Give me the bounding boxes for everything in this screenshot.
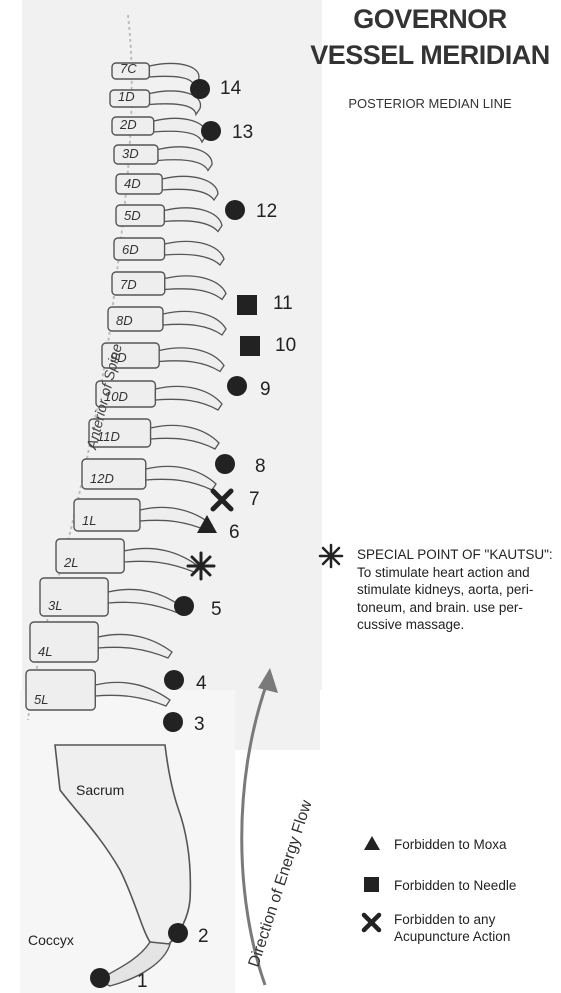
point-number-label: 5	[211, 599, 222, 620]
point-circle-marker	[90, 968, 110, 988]
legend-any-line-1: Forbidden to any	[394, 911, 510, 928]
vertebra-label: 4L	[38, 644, 52, 659]
legend-triangle-icon	[364, 836, 380, 850]
diagram-backdrop-right	[235, 690, 320, 750]
vertebra-label: 6D	[122, 242, 139, 257]
point-number-label: 9	[260, 379, 271, 400]
point-circle-marker	[190, 79, 210, 99]
special-point-line: stimulate kidneys, aorta, peri-	[357, 581, 557, 599]
special-point-line: cussive massage.	[357, 616, 557, 634]
point-circle-marker	[163, 712, 183, 732]
vertebra-label: 4D	[124, 176, 141, 191]
point-circle-marker	[164, 670, 184, 690]
point-circle-marker	[215, 454, 235, 474]
point-square-marker	[237, 295, 257, 315]
point-circle-marker	[174, 596, 194, 616]
point-number-label: 14	[220, 78, 242, 99]
legend-any-line-2: Acupuncture Action	[394, 928, 510, 945]
vertebra-label: 2L	[63, 555, 78, 570]
point-number-label: 3	[194, 714, 205, 735]
point-circle-marker	[227, 376, 247, 396]
vertebra-label: 3D	[122, 146, 139, 161]
title-line-2: VESSEL MERIDIAN	[310, 42, 550, 69]
subtitle: POSTERIOR MEDIAN LINE	[310, 96, 550, 111]
point-number-label: 12	[256, 201, 277, 222]
point-number-label: 1	[137, 971, 148, 992]
vertebra-label: 12D	[90, 471, 114, 486]
point-special-marker	[188, 553, 214, 579]
point-circle-marker	[225, 200, 245, 220]
energy-flow-label: Direction of Energy Flow	[246, 798, 316, 969]
vertebra-label: 1L	[82, 513, 96, 528]
point-circle-marker	[168, 923, 188, 943]
point-number-label: 2	[198, 926, 209, 947]
point-number-label: 7	[249, 489, 260, 510]
legend-square-icon	[364, 877, 379, 892]
vertebra-label: 1D	[118, 89, 135, 104]
legend-special-point-icon	[320, 545, 342, 567]
sacrum-label: Sacrum	[76, 782, 124, 798]
coccyx-label: Coccyx	[28, 932, 74, 948]
vertebra-label: 7D	[120, 277, 137, 292]
special-point-line: To stimulate heart action and	[357, 564, 557, 582]
special-point-heading: SPECIAL POINT OF "KAUTSU":	[357, 546, 557, 564]
point-number-label: 8	[255, 456, 266, 477]
vertebra-label: 5L	[34, 692, 48, 707]
legend-moxa-label: Forbidden to Moxa	[394, 836, 507, 853]
point-square-marker	[240, 336, 260, 356]
vertebra-label: 2D	[119, 117, 137, 132]
vertebra-label: 8D	[116, 313, 133, 328]
special-point-line: toneum, and brain. use per-	[357, 599, 557, 617]
legend-needle-label: Forbidden to Needle	[394, 877, 516, 894]
point-number-label: 6	[229, 522, 240, 543]
special-point-note: SPECIAL POINT OF "KAUTSU": To stimulate …	[357, 546, 557, 634]
point-circle-marker	[201, 121, 221, 141]
point-number-label: 4	[196, 673, 207, 694]
title-line-1: GOVERNOR	[310, 6, 550, 33]
vertebra-label: 5D	[124, 208, 141, 223]
point-number-label: 10	[275, 335, 296, 356]
legend-any-label: Forbidden to any Acupuncture Action	[394, 911, 510, 945]
legend-cross-icon	[364, 915, 379, 930]
point-number-label: 11	[273, 293, 293, 314]
point-number-label: 13	[232, 122, 253, 143]
vertebra-label: 7C	[120, 61, 137, 76]
vertebra-label: 3L	[48, 598, 62, 613]
